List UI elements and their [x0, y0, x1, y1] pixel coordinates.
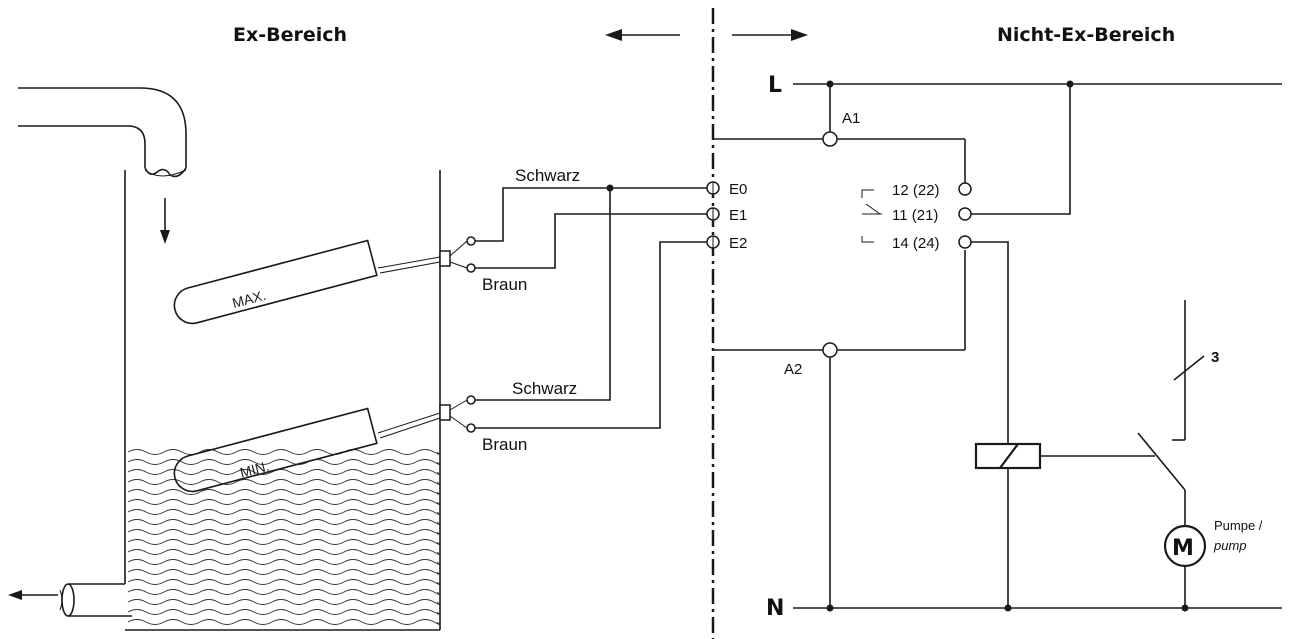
a2-terminal	[822, 342, 838, 358]
ex-zone-heading: Ex-Bereich	[233, 24, 347, 46]
max-wire-black-label: Schwarz	[515, 166, 580, 185]
pump-label-de: Pumpe /	[1214, 518, 1263, 533]
contact-11-label: 11 (21)	[892, 207, 938, 224]
min-wire-black-label: Schwarz	[512, 379, 577, 398]
inlet-pipe	[18, 87, 187, 178]
contact-14-terminal	[958, 235, 972, 249]
wave-line	[127, 589, 440, 595]
wave-line	[127, 619, 440, 625]
wave-line	[127, 569, 440, 575]
wave-line	[127, 539, 440, 545]
wave-line	[127, 609, 440, 615]
junction-dot	[1066, 80, 1074, 88]
tank	[124, 170, 441, 631]
max-wire-brown-label: Braun	[482, 275, 527, 294]
contact-14-label: 14 (24)	[892, 235, 940, 252]
wave-line	[127, 519, 440, 525]
wave-line	[127, 599, 440, 605]
wave-line	[127, 529, 440, 535]
wave-line	[127, 579, 440, 585]
wave-line	[127, 509, 440, 515]
motor-m-label: M	[1172, 536, 1194, 561]
contact-12-terminal	[958, 182, 972, 196]
input-e2-label: E2	[729, 235, 747, 252]
contactor-coil	[974, 442, 1155, 470]
a2-label: A2	[784, 361, 802, 378]
input-e1-label: E1	[729, 207, 747, 224]
a1-label: A1	[842, 110, 860, 127]
wave-line	[127, 469, 440, 475]
arrow-right-icon	[732, 29, 808, 41]
contact-11-terminal	[958, 207, 972, 221]
input-e0-label: E0	[729, 181, 747, 198]
junction-dot	[826, 604, 834, 612]
wave-line	[127, 489, 440, 495]
junction-dot	[826, 80, 834, 88]
outlet-pipe	[59, 583, 132, 617]
safe-zone-heading: Nicht-Ex-Bereich	[997, 24, 1175, 46]
junction-dot	[606, 184, 614, 192]
a1-terminal	[822, 131, 838, 147]
max-probe: MAX.	[173, 236, 476, 325]
junction-dot	[1004, 604, 1012, 612]
relay-box	[713, 138, 966, 351]
phase-count-label: 3	[1211, 349, 1219, 366]
probe-wiring	[475, 187, 707, 429]
wave-line	[127, 479, 440, 485]
wave-line	[127, 559, 440, 565]
contactor-contact	[1137, 300, 1186, 526]
phase-l-label: L	[768, 73, 782, 98]
wave-line	[127, 449, 440, 455]
wave-line	[127, 459, 440, 465]
inflow-arrow-icon	[160, 198, 170, 244]
arrow-left-icon	[605, 29, 680, 41]
contact-12-label: 12 (22)	[892, 182, 940, 199]
liquid-waves	[127, 449, 440, 625]
supply-rails	[793, 83, 1282, 609]
neutral-n-label: N	[766, 596, 784, 621]
relay-contact-symbol	[861, 189, 882, 243]
min-probe-label: MIN.	[238, 458, 271, 481]
outflow-arrow-icon	[8, 590, 58, 600]
max-probe-label: MAX.	[230, 287, 267, 311]
wave-line	[127, 499, 440, 505]
wave-line	[127, 549, 440, 555]
min-wire-brown-label: Braun	[482, 435, 527, 454]
three-phase-marker	[1173, 355, 1205, 381]
motor-symbol	[1163, 524, 1207, 608]
pump-label-en: pump	[1213, 538, 1247, 553]
input-terminals	[706, 181, 720, 249]
